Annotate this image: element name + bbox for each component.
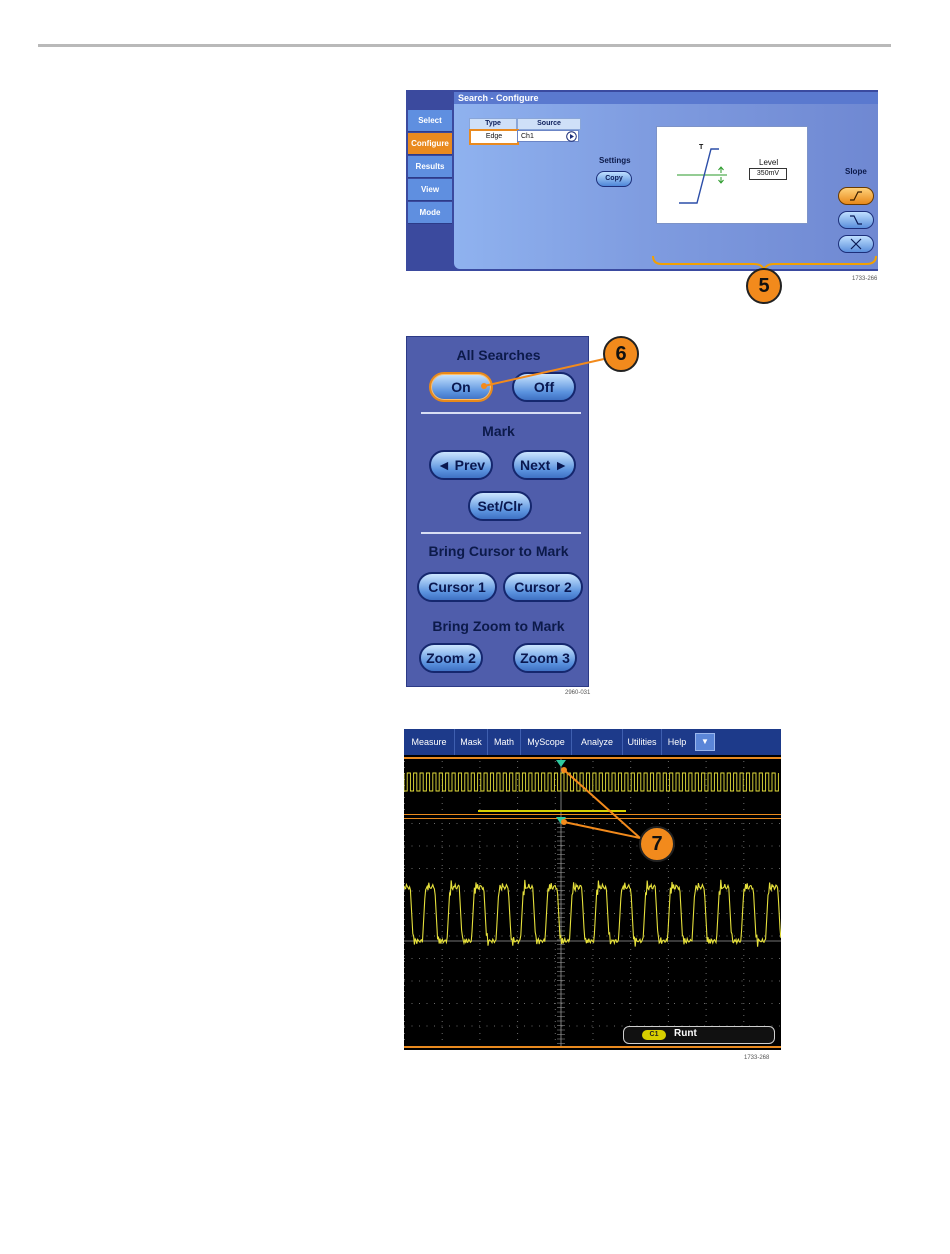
- mark-triangle-zoom-icon: [556, 817, 566, 824]
- title-bar: [454, 92, 878, 104]
- level-label: Level: [759, 158, 779, 167]
- overview-bottom-border: [404, 814, 781, 815]
- cursor-2-button[interactable]: Cursor 2: [503, 572, 583, 602]
- zoom-bottom-border: [404, 1046, 781, 1048]
- menu-mask[interactable]: Mask: [455, 729, 488, 755]
- search-configure-main: Search - Configure Type Source 1 Edge Ch…: [454, 92, 878, 269]
- slope-rising-button[interactable]: [838, 187, 874, 205]
- figure-id-3: 1733-268: [744, 1055, 770, 1061]
- zoom-top-border: [404, 818, 781, 819]
- divider-2: [421, 532, 581, 534]
- zoom-3-button[interactable]: Zoom 3: [513, 643, 577, 673]
- type-cell[interactable]: Edge: [469, 129, 519, 145]
- either-slope-icon: [850, 238, 862, 250]
- search-configure-panel: Select Configure Results View Mode Searc…: [406, 90, 878, 271]
- callout-5: 5: [746, 268, 782, 304]
- page-top-rule: [38, 44, 891, 47]
- level-value-field[interactable]: 350mV: [749, 168, 787, 180]
- tab-mode[interactable]: Mode: [408, 202, 452, 224]
- zoom-waveform: [404, 879, 781, 947]
- zoom-box-indicator: [478, 810, 626, 812]
- all-searches-panel: All Searches On Off Mark ◄ Prev Next ► S…: [406, 336, 589, 687]
- falling-slope-icon: [850, 215, 862, 225]
- tab-select[interactable]: Select: [408, 110, 452, 132]
- source-column-header: Source: [517, 118, 581, 130]
- rising-edge-graphic-icon: [677, 148, 727, 204]
- callout-7-leaders-icon: [561, 767, 641, 839]
- slope-falling-button[interactable]: [838, 211, 874, 229]
- menu-help[interactable]: Help: [667, 737, 687, 747]
- oscilloscope-display: Measure Mask Math MyScope Analyze Utilit…: [404, 729, 781, 1050]
- search-type-label: Runt: [674, 1028, 697, 1039]
- rising-slope-icon: [850, 191, 862, 201]
- prev-mark-button[interactable]: ◄ Prev: [429, 450, 493, 480]
- search-status-box[interactable]: C1 Runt: [623, 1026, 775, 1044]
- zoom-trace: [404, 879, 781, 947]
- mark-triangle-top-icon: [556, 760, 566, 767]
- source-dropdown-arrow-icon[interactable]: [566, 131, 577, 142]
- tab-configure[interactable]: Configure: [408, 133, 452, 155]
- tab-view[interactable]: View: [408, 179, 452, 201]
- overview-waveform: [404, 772, 779, 792]
- slope-label: Slope: [845, 167, 867, 176]
- search-side-tabs: Select Configure Results View Mode: [406, 90, 453, 271]
- cursor-1-button[interactable]: Cursor 1: [417, 572, 497, 602]
- settings-label: Settings: [599, 156, 631, 165]
- all-searches-heading: All Searches: [456, 347, 541, 363]
- bring-cursor-heading: Bring Cursor to Mark: [428, 543, 569, 559]
- menu-utilities[interactable]: Utilities: [623, 729, 662, 755]
- overview-top-border: [404, 757, 781, 759]
- figure-id-1: 1733-266: [852, 276, 878, 282]
- callout-7: 7: [639, 826, 675, 862]
- bring-zoom-heading: Bring Zoom to Mark: [432, 618, 565, 634]
- copy-button[interactable]: Copy: [596, 171, 632, 187]
- menu-myscope[interactable]: MyScope: [521, 729, 572, 755]
- edge-diagram: T Level 350mV: [656, 126, 808, 224]
- menu-analyze[interactable]: Analyze: [572, 729, 623, 755]
- divider-1: [421, 412, 581, 414]
- overview-trace: [404, 772, 779, 792]
- tab-results[interactable]: Results: [408, 156, 452, 178]
- callout-6: 6: [603, 336, 639, 372]
- menu-more-dropdown-icon[interactable]: ▼: [695, 733, 715, 751]
- zoom-2-button[interactable]: Zoom 2: [419, 643, 483, 673]
- panel-title: Search - Configure: [458, 93, 539, 103]
- menu-math[interactable]: Math: [488, 729, 521, 755]
- slope-either-button[interactable]: [838, 235, 874, 253]
- diagram-t-label: T: [699, 144, 704, 151]
- callout-6-leader-icon: [481, 358, 605, 389]
- figure-id-2: 2960-031: [565, 690, 591, 696]
- mark-heading: Mark: [482, 423, 515, 439]
- set-clear-mark-button[interactable]: Set/Clr: [468, 491, 532, 521]
- source-value: Ch1: [521, 133, 534, 140]
- source-cell[interactable]: Ch1: [517, 130, 579, 142]
- menu-measure[interactable]: Measure: [404, 729, 455, 755]
- scope-menu-bar: Measure Mask Math MyScope Analyze Utilit…: [404, 729, 781, 755]
- next-mark-button[interactable]: Next ►: [512, 450, 576, 480]
- channel-1-badge: C1: [642, 1030, 666, 1040]
